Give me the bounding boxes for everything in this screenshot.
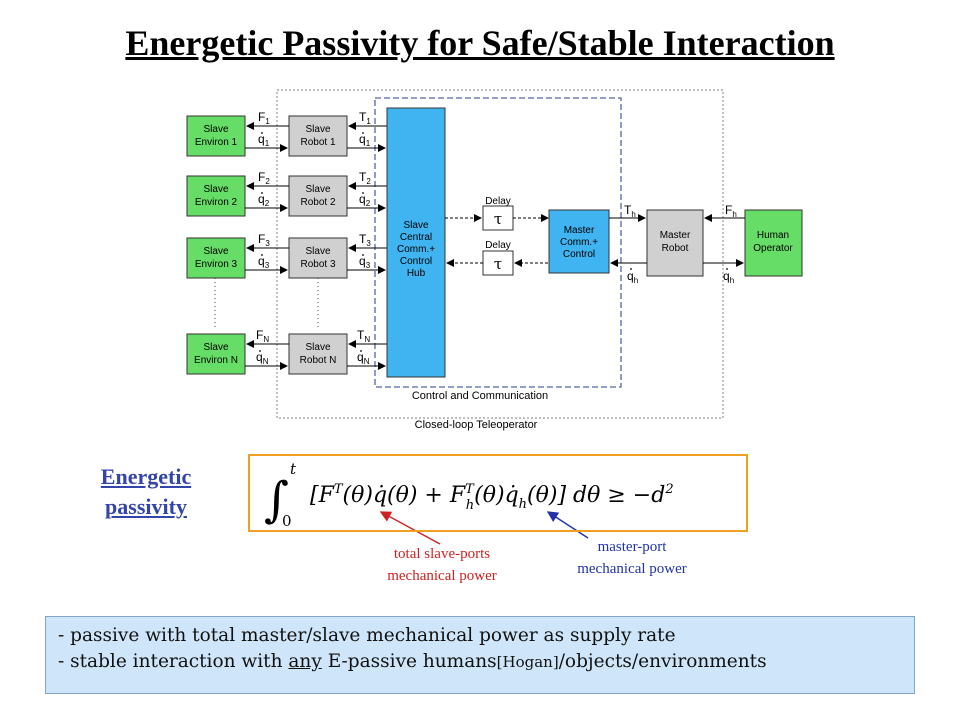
slave-robot-box: [288, 237, 348, 279]
closed-loop-box: [276, 89, 724, 419]
master-robot-box: [646, 209, 704, 277]
master-comm-line: Control: [563, 249, 595, 260]
slave-robot-box: [288, 175, 348, 217]
velocity-label: q2: [359, 192, 371, 208]
force-label: F1: [258, 110, 270, 126]
note-line-1: - passive with total master/slave mechan…: [58, 625, 676, 646]
slave-environ-line1: Slave: [203, 342, 228, 353]
torque-label: TN: [357, 328, 370, 344]
slide-title: Energetic Passivity for Safe/Stable Inte…: [125, 23, 835, 63]
hub-line: Comm.+: [397, 244, 435, 255]
slave-environ-line1: Slave: [203, 124, 228, 135]
closed-loop-label: Closed-loop Teleoperator: [415, 419, 538, 431]
slave-central-hub: [386, 107, 446, 378]
velocity-label: q3: [258, 254, 270, 270]
hub-line: Hub: [407, 268, 426, 279]
slave-robot-box: [288, 333, 348, 375]
velocity-label: q1: [359, 132, 371, 148]
qh-label-right: qh: [723, 269, 734, 285]
slave-environ-box: [186, 175, 246, 217]
control-communication-label: Control and Communication: [412, 390, 548, 402]
slave-robot-line2: Robot N: [300, 355, 337, 366]
slave-row-3: Slave Environ 3 Slave Robot 3 F3 q3 T3 q…: [186, 232, 387, 279]
master-power-annotation: master-port mechanical power: [577, 539, 687, 577]
velocity-label: qN: [256, 350, 269, 366]
delay-box-bottom: [482, 250, 514, 276]
velocity-label: q1: [258, 132, 270, 148]
hub-line: Central: [400, 232, 432, 243]
velocity-label: qN: [357, 350, 370, 366]
hub-line: Slave: [403, 220, 428, 231]
slave-environ-line2: Environ 2: [195, 197, 238, 208]
slave-row-n: Slave Environ N Slave Robot N FN qN TN q…: [186, 328, 387, 375]
force-label: FN: [256, 328, 269, 344]
slave-power-arrow: [379, 511, 441, 545]
integral-sign: ∫: [264, 472, 289, 528]
slave-robot-line1: Slave: [305, 342, 330, 353]
force-label: F2: [258, 170, 270, 186]
integral-lower: 0: [282, 512, 292, 530]
delay-label-top: Delay: [485, 196, 511, 207]
delay-label-bottom: Delay: [485, 240, 511, 251]
slave-power-annotation: total slave-ports mechanical power: [387, 546, 497, 584]
slave-robot-line2: Robot 3: [300, 259, 335, 270]
torque-label: T3: [359, 232, 371, 248]
energetic-passivity-label: Energetic passivity: [100, 464, 192, 519]
velocity-label: q2: [258, 192, 270, 208]
notes-box: - passive with total master/slave mechan…: [45, 616, 915, 694]
integral-upper: t: [290, 460, 297, 478]
note-line-2: - stable interaction with any E-passive …: [58, 651, 767, 672]
slave-robot-line2: Robot 1: [300, 137, 335, 148]
slave-row-1: Slave Environ 1 Slave Robot 1 F1 q1 T1 q…: [186, 110, 387, 157]
slave-environ-box: [186, 115, 246, 157]
master-comm-line: Comm.+: [560, 237, 598, 248]
fh-label: Fh: [725, 203, 737, 219]
slave-robot-line1: Slave: [305, 124, 330, 135]
master-robot-line: Master: [660, 230, 691, 241]
slave-environ-line1: Slave: [203, 184, 228, 195]
human-operator-line: Operator: [753, 243, 793, 254]
slave-environ-line2: Environ 3: [195, 259, 238, 270]
slave-environ-line2: Environ 1: [195, 137, 238, 148]
force-label: F3: [258, 232, 270, 248]
slave-environ-box: [186, 333, 246, 375]
master-robot-line: Robot: [662, 243, 689, 254]
velocity-label: q3: [359, 254, 371, 270]
slave-environ-line1: Slave: [203, 246, 228, 257]
control-communication-box: [374, 97, 622, 388]
slave-robot-line1: Slave: [305, 184, 330, 195]
qh-label-left: qh: [627, 269, 638, 285]
delay-tau-bottom: τ: [494, 255, 502, 273]
human-operator-box: [744, 209, 803, 277]
master-comm-line: Master: [564, 225, 595, 236]
slave-robot-line1: Slave: [305, 246, 330, 257]
th-label: Th: [624, 203, 636, 219]
torque-label: T1: [359, 110, 371, 126]
delay-tau-top: τ: [494, 210, 502, 228]
slave-robot-box: [288, 115, 348, 157]
slave-row-2: Slave Environ 2 Slave Robot 2 F2 q2 T2 q…: [186, 170, 387, 217]
slave-robot-line2: Robot 2: [300, 197, 335, 208]
human-operator-line: Human: [757, 230, 789, 241]
master-comm-box: [548, 209, 610, 274]
slave-environ-box: [186, 237, 246, 279]
torque-label: T2: [359, 170, 371, 186]
master-power-arrow: [546, 511, 589, 539]
hub-line: Control: [400, 256, 432, 267]
slave-environ-line2: Environ N: [194, 355, 238, 366]
